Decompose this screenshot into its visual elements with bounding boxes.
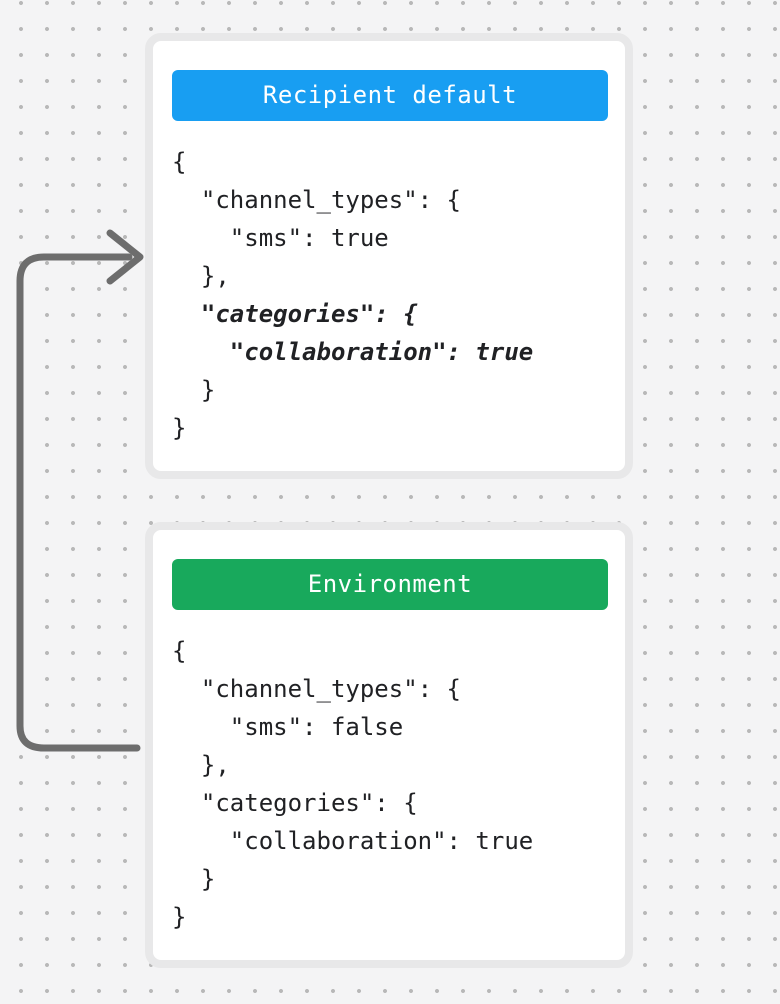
arrow-head-icon [106, 229, 144, 285]
code-line: }, [172, 751, 230, 779]
arrow-line [16, 253, 141, 752]
recipient-default-header: Recipient default [172, 70, 608, 121]
code-line: { [172, 148, 187, 176]
code-line: } [172, 865, 216, 893]
code-line: } [172, 376, 216, 404]
code-line: "collaboration": true [172, 338, 534, 366]
recipient-default-json: { "channel_types": { "sms": true }, "cat… [172, 143, 625, 447]
code-line: } [172, 414, 187, 442]
code-line: } [172, 903, 187, 931]
code-line: "channel_types": { [172, 186, 461, 214]
environment-header: Environment [172, 559, 608, 610]
environment-json: { "channel_types": { "sms": false }, "ca… [172, 632, 625, 936]
code-line: "categories": { [172, 789, 418, 817]
code-line: "categories": { [172, 300, 418, 328]
code-line: }, [172, 262, 230, 290]
code-line: "channel_types": { [172, 675, 461, 703]
code-line: "sms": true [172, 224, 389, 252]
code-line: "collaboration": true [172, 827, 534, 855]
card-environment: Environment { "channel_types": { "sms": … [145, 522, 633, 968]
card-recipient-default: Recipient default { "channel_types": { "… [145, 33, 633, 479]
code-line: "sms": false [172, 713, 404, 741]
code-line: { [172, 637, 187, 665]
